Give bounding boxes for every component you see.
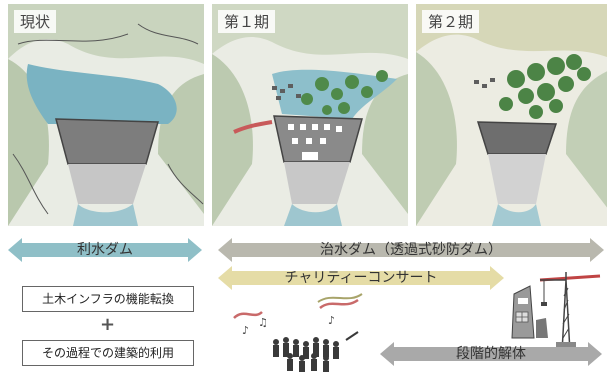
panel-label-phase-2: 第２期 bbox=[422, 10, 480, 33]
panel-phase-1: 第１期 bbox=[212, 4, 408, 226]
panel-current: 現状 bbox=[8, 4, 204, 226]
arrow-chisui-dam: 治水ダム（透過式砂防ダム） bbox=[218, 238, 604, 262]
box-architectural-use: その過程での建築的利用 bbox=[22, 340, 194, 366]
plus-icon: + bbox=[100, 314, 116, 335]
panel-label-current: 現状 bbox=[14, 10, 57, 33]
panel-phase-2: 第２期 bbox=[416, 4, 607, 226]
arrow-charity-concert: チャリティーコンサート bbox=[218, 266, 504, 290]
svg-text:♪: ♪ bbox=[242, 324, 249, 337]
arrow-kaitai-label: 段階的解体 bbox=[456, 346, 526, 362]
panel-label-phase-1: 第１期 bbox=[218, 10, 276, 33]
svg-text:♫: ♫ bbox=[258, 316, 268, 329]
arrow-staged-demolition: 段階的解体 bbox=[380, 342, 602, 366]
box-infrastructure-conversion: 土木インフラの機能転換 bbox=[22, 286, 194, 312]
arrow-risui-dam: 利水ダム bbox=[8, 238, 202, 262]
concert-illustration: ♪ ♫ ♪ bbox=[232, 290, 382, 378]
arrow-chisui-label: 治水ダム（透過式砂防ダム） bbox=[320, 242, 502, 258]
svg-text:♪: ♪ bbox=[328, 314, 335, 327]
arrow-charity-label: チャリティーコンサート bbox=[284, 270, 438, 286]
arrow-risui-label: 利水ダム bbox=[77, 242, 133, 258]
